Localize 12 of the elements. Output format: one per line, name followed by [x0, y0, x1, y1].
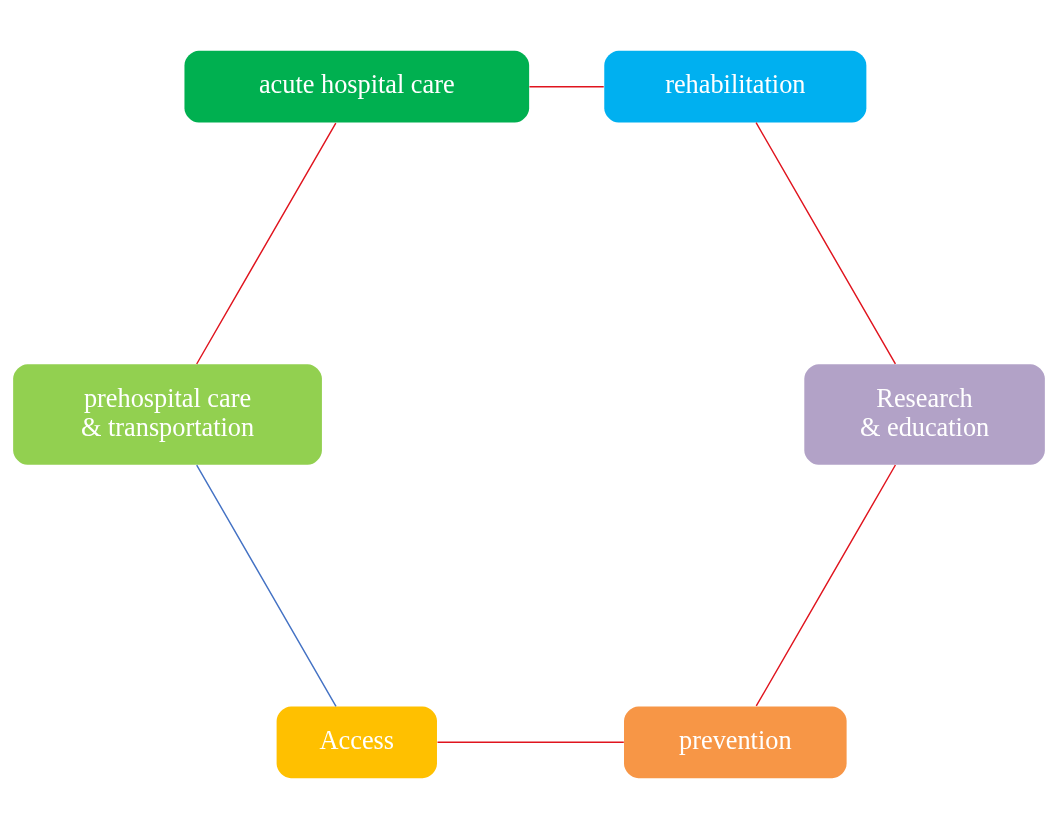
node-box: prehospital care & transportation [13, 363, 322, 465]
node-box: Research & education [804, 363, 1045, 465]
connector [755, 121, 897, 365]
node-box: prevention [624, 705, 847, 778]
connector [528, 85, 605, 87]
node-box: rehabilitation [604, 50, 867, 123]
node-box: acute hospital care [184, 50, 530, 123]
connector [196, 463, 337, 707]
connector [436, 741, 625, 743]
connector [195, 121, 337, 365]
connector [755, 463, 897, 707]
node-box: Access [276, 705, 437, 778]
